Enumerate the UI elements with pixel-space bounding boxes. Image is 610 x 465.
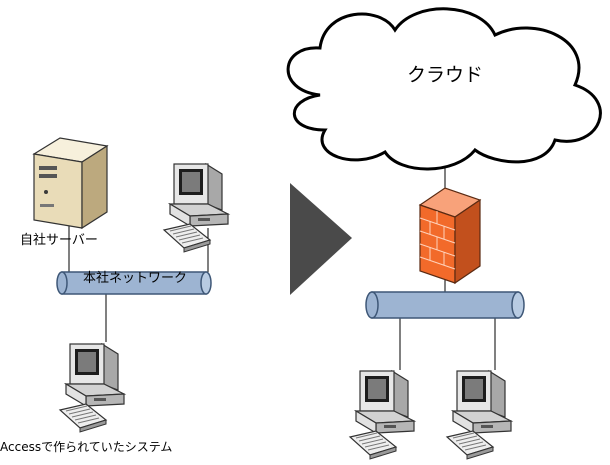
cloud-label: クラウド	[406, 64, 483, 86]
transition-arrow	[290, 183, 352, 295]
cloud-shape	[286, 7, 602, 171]
company-network-pipe	[56, 271, 212, 295]
legacy-system-label: Accessで作られていたシステム	[0, 440, 173, 454]
computer-icon	[349, 370, 415, 460]
computer-icon	[163, 163, 229, 253]
network-label: 本社ネットワーク	[82, 271, 187, 286]
firewall-icon	[418, 187, 482, 285]
server-icon	[32, 137, 109, 230]
computer-icon	[59, 343, 125, 433]
computer-icon	[446, 370, 512, 460]
cloud-network-pipe	[365, 291, 525, 319]
server-label: 自社サーバー	[20, 233, 98, 248]
